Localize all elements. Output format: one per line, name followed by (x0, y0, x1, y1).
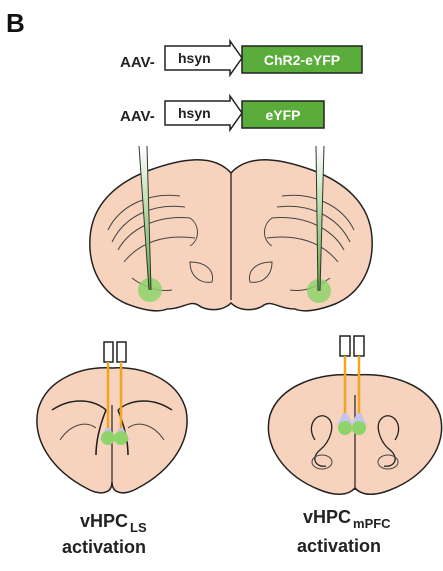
terminal-field (114, 431, 128, 445)
caption-right-line2: activation (297, 536, 381, 556)
terminal-field (338, 421, 352, 435)
promoter-label: hsyn (178, 50, 211, 66)
construct-prefix: AAV- (120, 108, 155, 125)
brain-section-injection (90, 146, 372, 311)
construct-chr2: AAV- hsyn ChR2-eYFP (120, 41, 362, 75)
brain-section-mpfc (268, 336, 441, 494)
promoter-label: hsyn (178, 105, 211, 121)
construct-prefix: AAV- (120, 54, 155, 71)
terminal-field (352, 421, 366, 435)
gene-label: eYFP (265, 107, 300, 123)
panel-letter: B (6, 8, 25, 38)
terminal-field (101, 431, 115, 445)
optic-fiber-ferrule (104, 342, 113, 362)
gene-label: ChR2-eYFP (264, 52, 340, 68)
brain-section-ls (37, 342, 187, 493)
optic-fiber-ferrule (354, 336, 364, 356)
optic-fiber-ferrule (340, 336, 350, 356)
optic-fiber-ferrule (117, 342, 126, 362)
caption-left-line2: activation (62, 537, 146, 557)
construct-eyfp: AAV- hsyn eYFP (120, 96, 324, 130)
